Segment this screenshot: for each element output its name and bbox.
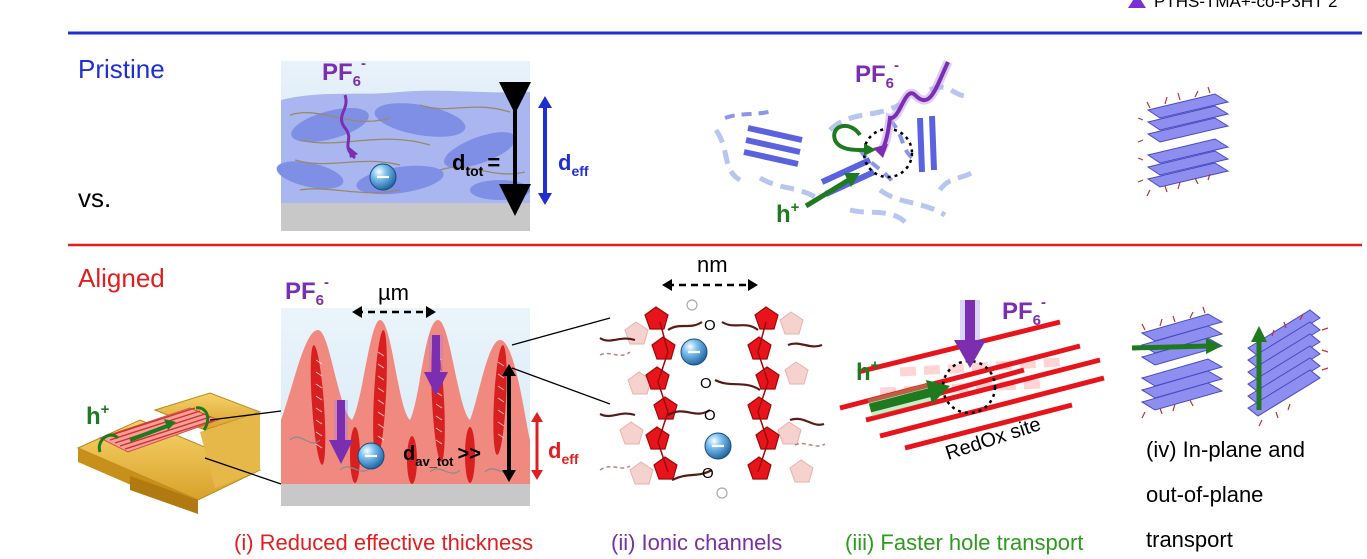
deff-label-aligned: deff: [548, 438, 579, 467]
legend-text: PTHS-TMA+-co-P3HT 2: [1154, 0, 1338, 11]
hole-panel-anion-label: PF6-: [1002, 294, 1046, 329]
svg-text:O: O: [704, 317, 716, 334]
caption-inplane-line1: (iv) In-plane and: [1146, 437, 1305, 462]
dav-tot-label: dav_tot>>: [403, 443, 481, 469]
pristine-crystallite-stack: [1137, 86, 1230, 197]
pristine-film-panel: [276, 61, 552, 231]
deff-label-pristine: deff: [558, 150, 589, 179]
ionic-channels-panel: [599, 279, 826, 499]
micrometer-scale-label: µm: [378, 280, 409, 305]
caption-hole-transport: (iii) Faster hole transport: [845, 530, 1084, 555]
nanometer-scale-label: nm: [697, 252, 728, 277]
pristine-row-label: Pristine: [78, 54, 165, 84]
caption-inplane-line3: transport: [1146, 527, 1233, 552]
caption-ionic-channels: (ii) Ionic channels: [611, 530, 783, 555]
vs-label: vs.: [78, 183, 112, 213]
svg-text:O: O: [700, 375, 712, 392]
caption-reduced-thickness: (i) Reduced effective thickness: [234, 530, 534, 555]
device-hole-label: h+: [86, 401, 110, 430]
pristine-transport-sketch: [713, 60, 977, 224]
pristine-anion-label: PF6-: [322, 55, 366, 90]
svg-text:O: O: [702, 465, 714, 482]
aligned-anion-label: PF6-: [285, 274, 329, 309]
aligned-row-label: Aligned: [78, 263, 165, 293]
device-illustration: [76, 392, 282, 514]
pristine-hole-label: h+: [776, 199, 800, 228]
legend-entry: PTHS-TMA+-co-P3HT 2: [1128, 0, 1337, 12]
aligned-film-panel: [281, 306, 611, 506]
svg-text:O: O: [704, 407, 716, 424]
aligned-crystallite-stacks: [1131, 306, 1329, 427]
legend-marker-icon: [1128, 0, 1146, 8]
dtot-label: dtot=: [452, 150, 500, 179]
hole-panel-hole-label: h+: [856, 357, 880, 386]
hole-transport-panel: [839, 300, 1105, 451]
caption-inplane-line2: out-of-plane: [1146, 482, 1264, 507]
oxygen-labels: O O O O: [700, 317, 716, 482]
redox-site-label: RedOx site: [943, 413, 1044, 464]
pristine-transport-anion-label: PF6-: [855, 57, 899, 92]
